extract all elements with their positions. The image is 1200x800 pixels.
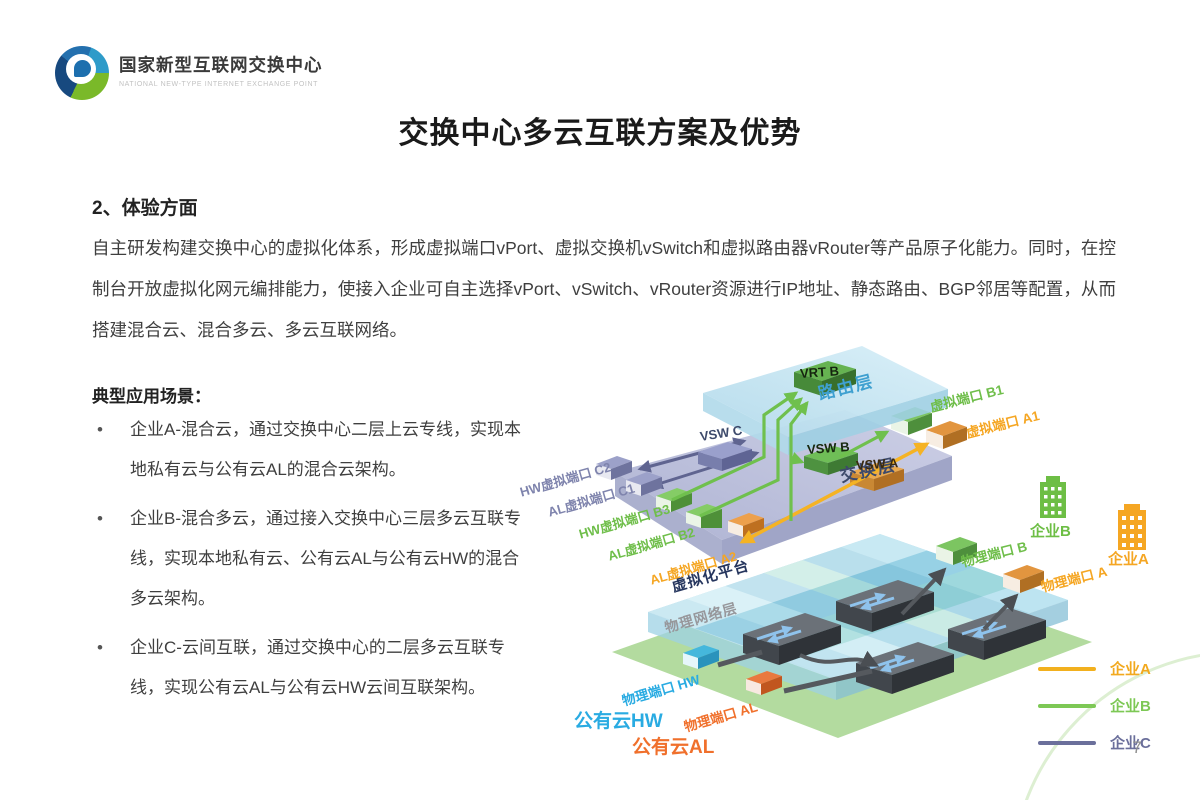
switch-box [743,613,841,665]
virtual-port-c2-box [596,456,632,480]
virtual-port-b2-box [686,504,722,528]
node-label-vsw-b: VSW B [806,439,851,457]
physical-links [717,567,1019,694]
list-item: 企业A-混合云，通过交换中心二层上云专线，实现本地私有云与公有云AL的混合云架构… [92,410,536,490]
enterprise-b-links [671,391,890,521]
diagram-canvas [596,346,1200,800]
brand-logo-icon [55,46,109,100]
list-item: 企业B-混合多云，通过接入交换中心三层多云互联专线，实现本地私有云、公有云AL与… [92,499,536,619]
vrt-b-box [794,361,856,396]
page-title: 交换中心多云互联方案及优势 [398,117,802,150]
cloud-label-hw: 公有云HW [574,711,663,732]
legend-swatch-enterprise-c [1038,740,1096,745]
section-heading: 2、体验方面 [92,198,198,219]
virtual-port-a1-box [926,421,967,449]
legend-swatch-enterprise-a [1038,666,1096,671]
legend-item: 企业A [1038,650,1151,687]
virtual-port-c1-box [626,472,662,496]
node-label-vrt-b: VRT B [799,363,840,381]
enterprise-a-label: 企业A [1108,551,1149,568]
legend-item: 企业C [1038,724,1151,761]
logo-swirl-dot [74,60,91,77]
enterprise-b-building-icon [1040,476,1066,518]
legend-label: 企业A [1110,661,1151,678]
cloud-label-al: 公有云AL [632,737,715,758]
architecture-diagram: 路由层 交换层 虚拟化平台 物理网络层 VRT B VSW C VSW B VS… [500,330,1200,800]
enterprise-a-link [739,442,930,544]
physical-port-hw-box [683,645,719,669]
legend-label: 企业B [1110,698,1151,715]
legend-item: 企业B [1038,687,1151,724]
brand-name: 国家新型互联网交换中心 [119,55,323,75]
node-label-vsw-a: VSW A [855,455,899,473]
physical-port-al-box [746,671,782,695]
scenarios-heading: 典型应用场景： [92,387,211,406]
enterprise-b-label: 企业B [1030,523,1071,540]
enterprise-a-building-icon [1118,504,1146,550]
brand-name-en: NATIONAL NEW-TYPE INTERNET EXCHANGE POIN… [119,81,318,88]
list-item: 企业C-云间互联，通过交换中心的二层多云互联专线，实现公有云AL与公有云HW云间… [92,628,536,708]
legend-label: 企业C [1110,735,1151,752]
scenario-list: 企业A-混合云，通过交换中心二层上云专线，实现本地私有云与公有云AL的混合云架构… [92,410,536,717]
brand-logo: 国家新型互联网交换中心 NATIONAL NEW-TYPE INTERNET E… [55,46,323,100]
page-number: 7 [1132,738,1142,757]
legend: 企业A 企业B 企业C [1038,650,1151,761]
physical-port-a-box [1003,565,1044,593]
physical-port-b-box [936,537,977,565]
virtual-port-b3-box [656,488,692,512]
legend-swatch-enterprise-b [1038,703,1096,708]
body-paragraph: 自主研发构建交换中心的虚拟化体系，形成虚拟端口vPort、虚拟交换机vSwitc… [92,238,1116,340]
